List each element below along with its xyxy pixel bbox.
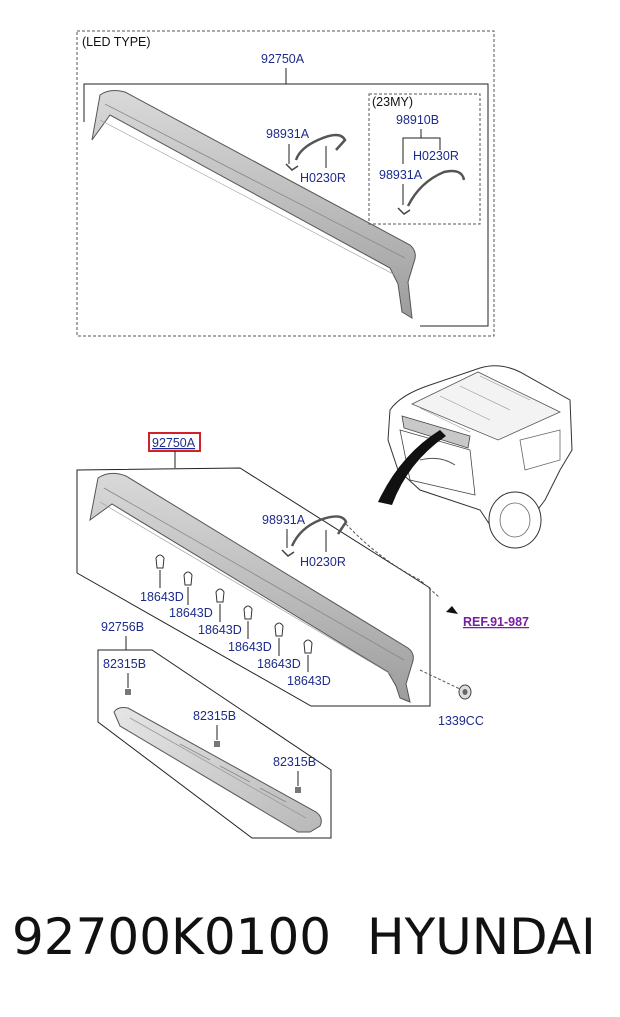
bulb-6: 18643D: [287, 639, 331, 688]
23my-hose-drawing: [406, 169, 466, 207]
top-clip-label[interactable]: 98931A: [266, 127, 310, 141]
main-clip-drawing: [281, 549, 295, 557]
top-clip-drawing: [285, 163, 299, 171]
ref-arrow: [446, 606, 458, 614]
main-hose-label[interactable]: H0230R: [300, 555, 346, 569]
ref-leader: [345, 523, 441, 599]
main-assembly-frame: [76, 467, 431, 707]
location-arrow: [378, 430, 446, 505]
lamp-assembly-label[interactable]: 92756B: [101, 620, 144, 634]
lamp-assembly-section: 92756B 82315B 82315B 82315B: [97, 620, 332, 839]
bulb-label-6[interactable]: 18643D: [287, 674, 331, 688]
top-hose-label[interactable]: H0230R: [300, 171, 346, 185]
bulb-5: 18643D: [257, 622, 301, 671]
grommet-leader: [419, 669, 463, 691]
bulb-2: 18643D: [169, 571, 213, 620]
vehicle-sketch: [378, 365, 573, 549]
led-type-frame: [76, 30, 495, 337]
23my-frame: [368, 93, 481, 225]
bulb-label-5[interactable]: 18643D: [257, 657, 301, 671]
spoiler-assembly-section: 92750A 98931A H0230R REF.91-987 1339CC: [76, 432, 529, 728]
23my-hose-label[interactable]: H0230R: [413, 149, 459, 163]
brand-name: HYUNDAI: [367, 908, 596, 966]
23my-clip-drawing: [397, 207, 411, 215]
screw-icon-1: [125, 689, 131, 695]
main-spoiler-label[interactable]: 92750A: [152, 436, 196, 450]
lamp-assembly-frame: [97, 649, 332, 839]
screw-icon-3: [295, 787, 301, 793]
led-type-title: (LED TYPE): [82, 35, 151, 49]
top-hose-drawing: [294, 133, 347, 161]
23my-clip-label[interactable]: 98931A: [379, 168, 423, 182]
23my-bracket: [402, 137, 441, 164]
grommet-icon: [458, 684, 472, 700]
bulb-3: 18643D: [198, 588, 242, 637]
screw-label-1[interactable]: 82315B: [103, 657, 146, 671]
bulb-1: 18643D: [140, 554, 184, 604]
part-number: 92700K0100: [12, 908, 332, 966]
bulb-4: 18643D: [228, 605, 272, 654]
top-spoiler-label[interactable]: 92750A: [261, 52, 305, 66]
top-spoiler-bracket: [83, 83, 489, 327]
main-clip-label[interactable]: 98931A: [262, 513, 306, 527]
23my-assembly-label[interactable]: 98910B: [396, 113, 439, 127]
screw-label-3[interactable]: 82315B: [273, 755, 316, 769]
grommet-label[interactable]: 1339CC: [438, 714, 484, 728]
bulb-group: 18643D 18643D 18643D 18643D 18643D: [140, 554, 331, 688]
screw-label-2[interactable]: 82315B: [193, 709, 236, 723]
bulb-label-4[interactable]: 18643D: [228, 640, 272, 654]
ref-label[interactable]: REF.91-987: [463, 615, 529, 629]
bulb-label-1[interactable]: 18643D: [140, 590, 184, 604]
top-spoiler-drawing: [91, 90, 416, 319]
main-spoiler-drawing: [89, 472, 414, 703]
23my-title: (23MY): [372, 95, 413, 109]
footer: 92700K0100 HYUNDAI: [0, 900, 620, 980]
23my-section: (23MY) 98910B H0230R 98931A: [368, 93, 481, 225]
main-hose-drawing: [290, 515, 348, 547]
bulb-label-2[interactable]: 18643D: [169, 606, 213, 620]
screw-icon-2: [214, 741, 220, 747]
led-type-section: (LED TYPE) 92750A 98931A H0230R (23MY) 9…: [76, 30, 495, 337]
lamp-drawing: [113, 707, 322, 833]
bulb-label-3[interactable]: 18643D: [198, 623, 242, 637]
